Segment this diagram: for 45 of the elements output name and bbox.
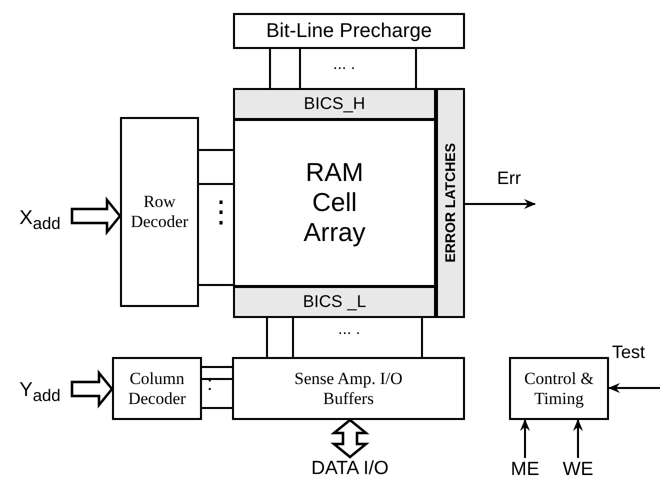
arrow bbox=[608, 383, 660, 393]
signal-label: WE bbox=[561, 458, 595, 481]
connection-line bbox=[199, 149, 233, 151]
connection-line bbox=[202, 407, 232, 409]
arrow bbox=[573, 419, 583, 458]
sensor-bar bbox=[233, 88, 436, 120]
block-arrow bbox=[70, 196, 122, 236]
buffer-block bbox=[232, 357, 465, 420]
connection-line bbox=[415, 49, 417, 88]
connection-line bbox=[266, 318, 268, 357]
signal-label: DATA I/O bbox=[290, 457, 410, 481]
block-arrow bbox=[70, 369, 114, 409]
control-block bbox=[509, 357, 609, 420]
block-label: BICS _L bbox=[302, 292, 366, 312]
sensor-bar bbox=[233, 286, 436, 318]
arrow bbox=[520, 419, 530, 458]
connection-line bbox=[202, 366, 232, 368]
connection-line bbox=[199, 284, 233, 286]
ellipsis-dots: ... . bbox=[333, 57, 356, 73]
signal-label: ME bbox=[508, 458, 542, 481]
block-label: Sense Amp. I/O Buffers bbox=[294, 368, 404, 408]
connection-line bbox=[299, 49, 301, 88]
decoder-block bbox=[120, 117, 199, 307]
block-label: Column Decoder bbox=[127, 368, 187, 408]
block-label: Bit-Line Precharge bbox=[266, 20, 432, 42]
signal-label: Y$_{add}$ bbox=[8, 370, 72, 410]
signal-label: X$_{add}$ bbox=[8, 198, 72, 238]
connection-line bbox=[202, 378, 232, 380]
connection-line bbox=[292, 318, 294, 357]
connection-line bbox=[421, 318, 423, 357]
precharge-block bbox=[233, 13, 465, 49]
ellipsis-dots: ⋮ bbox=[206, 198, 236, 228]
arrow bbox=[465, 199, 536, 209]
latch-bar bbox=[436, 88, 465, 318]
decoder-block bbox=[112, 357, 202, 420]
memory-array-block bbox=[233, 119, 436, 287]
block-label: BICS_H bbox=[304, 94, 366, 114]
block-label: Control & Timing bbox=[523, 368, 595, 408]
double-block-arrow bbox=[330, 418, 370, 459]
block-label: RAM Cell Array bbox=[302, 158, 367, 248]
block-label: Row Decoder bbox=[130, 192, 190, 232]
connection-line bbox=[269, 49, 271, 88]
ellipsis-dots: ... . bbox=[338, 322, 360, 338]
connection-line bbox=[199, 183, 233, 185]
block-label: ERROR LATCHES bbox=[442, 143, 459, 263]
